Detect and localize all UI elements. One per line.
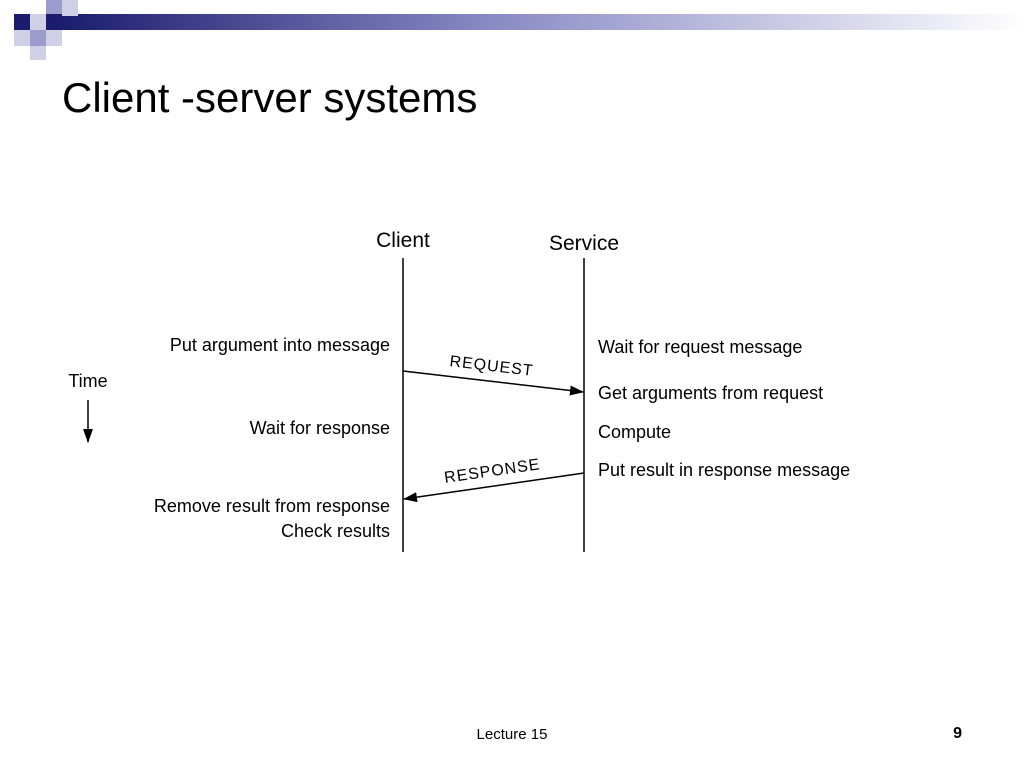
header-square — [30, 30, 46, 46]
response-label: RESPONSE — [443, 456, 541, 487]
request-label: REQUEST — [449, 353, 535, 380]
slide-title: Client -server systems — [62, 74, 478, 121]
header-square — [30, 14, 46, 30]
service-step: Wait for request message — [598, 337, 802, 357]
page-number: 9 — [953, 725, 962, 742]
header-gradient-band — [60, 14, 1024, 30]
header-square — [46, 14, 62, 30]
header-square — [46, 30, 62, 46]
client-step: Remove result from response — [154, 496, 390, 516]
header-square — [14, 30, 30, 46]
header-decoration — [14, 0, 1024, 60]
header-square — [14, 14, 30, 30]
service-step: Compute — [598, 422, 671, 442]
header-square — [62, 0, 78, 16]
header-square — [30, 46, 46, 60]
service-step: Get arguments from request — [598, 383, 823, 403]
client-step: Check results — [281, 521, 390, 541]
request-arrow — [402, 370, 584, 396]
header-square — [46, 0, 62, 14]
service-step: Put result in response message — [598, 460, 850, 480]
time-label: Time — [68, 371, 107, 391]
client-step: Wait for response — [250, 418, 390, 438]
footer-lecture: Lecture 15 — [476, 726, 548, 743]
service-heading: Service — [549, 232, 619, 255]
client-heading: Client — [376, 229, 430, 252]
response-arrow — [403, 472, 585, 503]
client-step: Put argument into message — [170, 335, 390, 355]
